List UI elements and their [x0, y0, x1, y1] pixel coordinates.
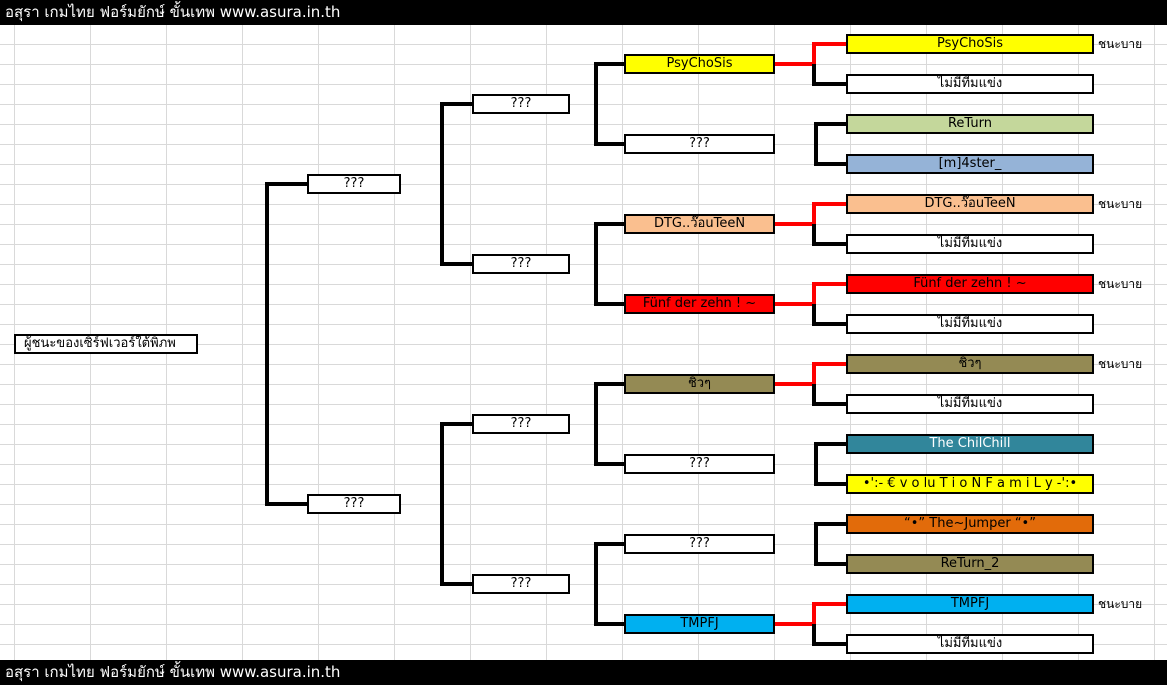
- match-box-r3: ???: [472, 254, 570, 274]
- bye-note: ชนะบาย: [1098, 37, 1143, 51]
- match-box-r3: ???: [472, 574, 570, 594]
- match-box-r2: ???: [624, 534, 775, 554]
- bracket-line: [594, 542, 624, 626]
- page-header: อสุรา เกมไทย ฟอร์มยักษ์ ขั้นเทพ www.asur…: [0, 0, 1167, 25]
- advance-line: [775, 602, 846, 626]
- team-box-r1: Fünf der zehn ! ~: [846, 274, 1094, 294]
- match-box-r2: ???: [624, 134, 775, 154]
- match-box-r3: ???: [472, 414, 570, 434]
- match-box-r4: ???: [307, 494, 401, 514]
- team-box-r1: DTG..ว๊อuTeeN: [846, 194, 1094, 214]
- team-box-r1: ชิวๆ: [846, 354, 1094, 374]
- team-box-r1: ReTurn_2: [846, 554, 1094, 574]
- bracket-line: [594, 222, 624, 306]
- page-footer: อสุรา เกมไทย ฟอร์มยักษ์ ขั้นเทพ www.asur…: [0, 660, 1167, 685]
- bracket-line: [594, 62, 624, 146]
- match-box-r3: ???: [472, 94, 570, 114]
- match-box-r4: ???: [307, 174, 401, 194]
- match-box-r2: DTG..ว๊อuTeeN: [624, 214, 775, 234]
- team-box-r1: “•” The~Jumper “•”: [846, 514, 1094, 534]
- team-box-r1: TMPFJ: [846, 594, 1094, 614]
- bracket-line: [814, 522, 846, 566]
- match-box-r2: PsyChoSis: [624, 54, 775, 74]
- advance-line: [775, 362, 846, 386]
- team-box-r1: ไม่มีทีมแข่ง: [846, 394, 1094, 414]
- match-box-r2: ชิวๆ: [624, 374, 775, 394]
- bye-note: ชนะบาย: [1098, 277, 1143, 291]
- bracket-line: [812, 304, 846, 326]
- team-box-r1: PsyChoSis: [846, 34, 1094, 54]
- team-box-r1: ไม่มีทีมแข่ง: [846, 634, 1094, 654]
- advance-line: [775, 282, 846, 306]
- bracket-line: [440, 102, 472, 266]
- bracket-line: [812, 64, 846, 86]
- team-box-r1: [m]4ster_: [846, 154, 1094, 174]
- match-box-r2: TMPFJ: [624, 614, 775, 634]
- bye-note: ชนะบาย: [1098, 597, 1143, 611]
- bracket-line: [812, 224, 846, 246]
- winner-label: ผู้ชนะของเซิร์ฟเวอร์ใต้พิภพ: [14, 334, 198, 354]
- bracket-line: [440, 422, 472, 586]
- bye-note: ชนะบาย: [1098, 197, 1143, 211]
- bracket-line: [814, 122, 846, 166]
- team-box-r1: ไม่มีทีมแข่ง: [846, 234, 1094, 254]
- bracket-line: [265, 182, 307, 506]
- team-box-r1: ไม่มีทีมแข่ง: [846, 314, 1094, 334]
- team-box-r1: ไม่มีทีมแข่ง: [846, 74, 1094, 94]
- bracket-line: [594, 382, 624, 466]
- team-box-r1: •':- € v o lu T i o N F a m i L y -':•: [846, 474, 1094, 494]
- match-box-r2: ???: [624, 454, 775, 474]
- match-box-r2: Fünf der zehn ! ~: [624, 294, 775, 314]
- bracket-line: [812, 384, 846, 406]
- advance-line: [775, 202, 846, 226]
- bracket-line: [812, 624, 846, 646]
- team-box-r1: The ChilChill: [846, 434, 1094, 454]
- advance-line: [775, 42, 846, 66]
- team-box-r1: ReTurn: [846, 114, 1094, 134]
- bracket-line: [814, 442, 846, 486]
- bye-note: ชนะบาย: [1098, 357, 1143, 371]
